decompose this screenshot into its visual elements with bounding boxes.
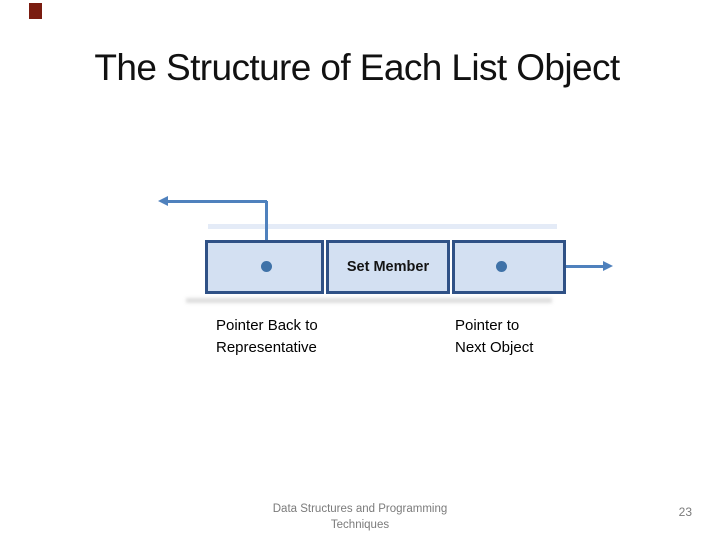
next-pointer-dot xyxy=(496,261,507,272)
set-member-label: Set Member xyxy=(346,259,430,275)
table-top-highlight xyxy=(208,224,557,229)
cell-next-pointer xyxy=(452,240,566,294)
list-object-diagram: Set Member xyxy=(205,240,566,294)
back-pointer-caption-line1: Pointer Back to xyxy=(216,317,318,334)
page-number: 23 xyxy=(678,505,692,519)
next-pointer-caption-line1: Pointer to xyxy=(455,317,520,334)
back-pointer-caption: Pointer Back to Representative xyxy=(216,315,318,359)
footer-course-line1: Data Structures and Programming xyxy=(272,503,448,515)
next-pointer-caption-line2: Next Object xyxy=(455,339,534,356)
next-pointer-caption: Pointer to Next Object xyxy=(455,315,533,359)
corner-red-mark xyxy=(29,3,42,19)
table-drop-shadow xyxy=(186,298,552,303)
back-pointer-caption-line2: Representative xyxy=(216,339,317,356)
slide-title: The Structure of Each List Object xyxy=(94,47,620,88)
left-arrowhead-icon xyxy=(158,196,168,206)
right-arrowhead-icon xyxy=(603,261,613,271)
footer-course-title: Data Structures and Programming Techniqu… xyxy=(260,501,460,533)
cell-set-member: Set Member xyxy=(326,240,450,294)
back-pointer-dot xyxy=(261,261,272,272)
back-pointer-horizontal-line xyxy=(167,200,267,203)
footer-course-line2: Techniques xyxy=(330,519,390,531)
back-pointer-vertical-line xyxy=(265,201,268,263)
